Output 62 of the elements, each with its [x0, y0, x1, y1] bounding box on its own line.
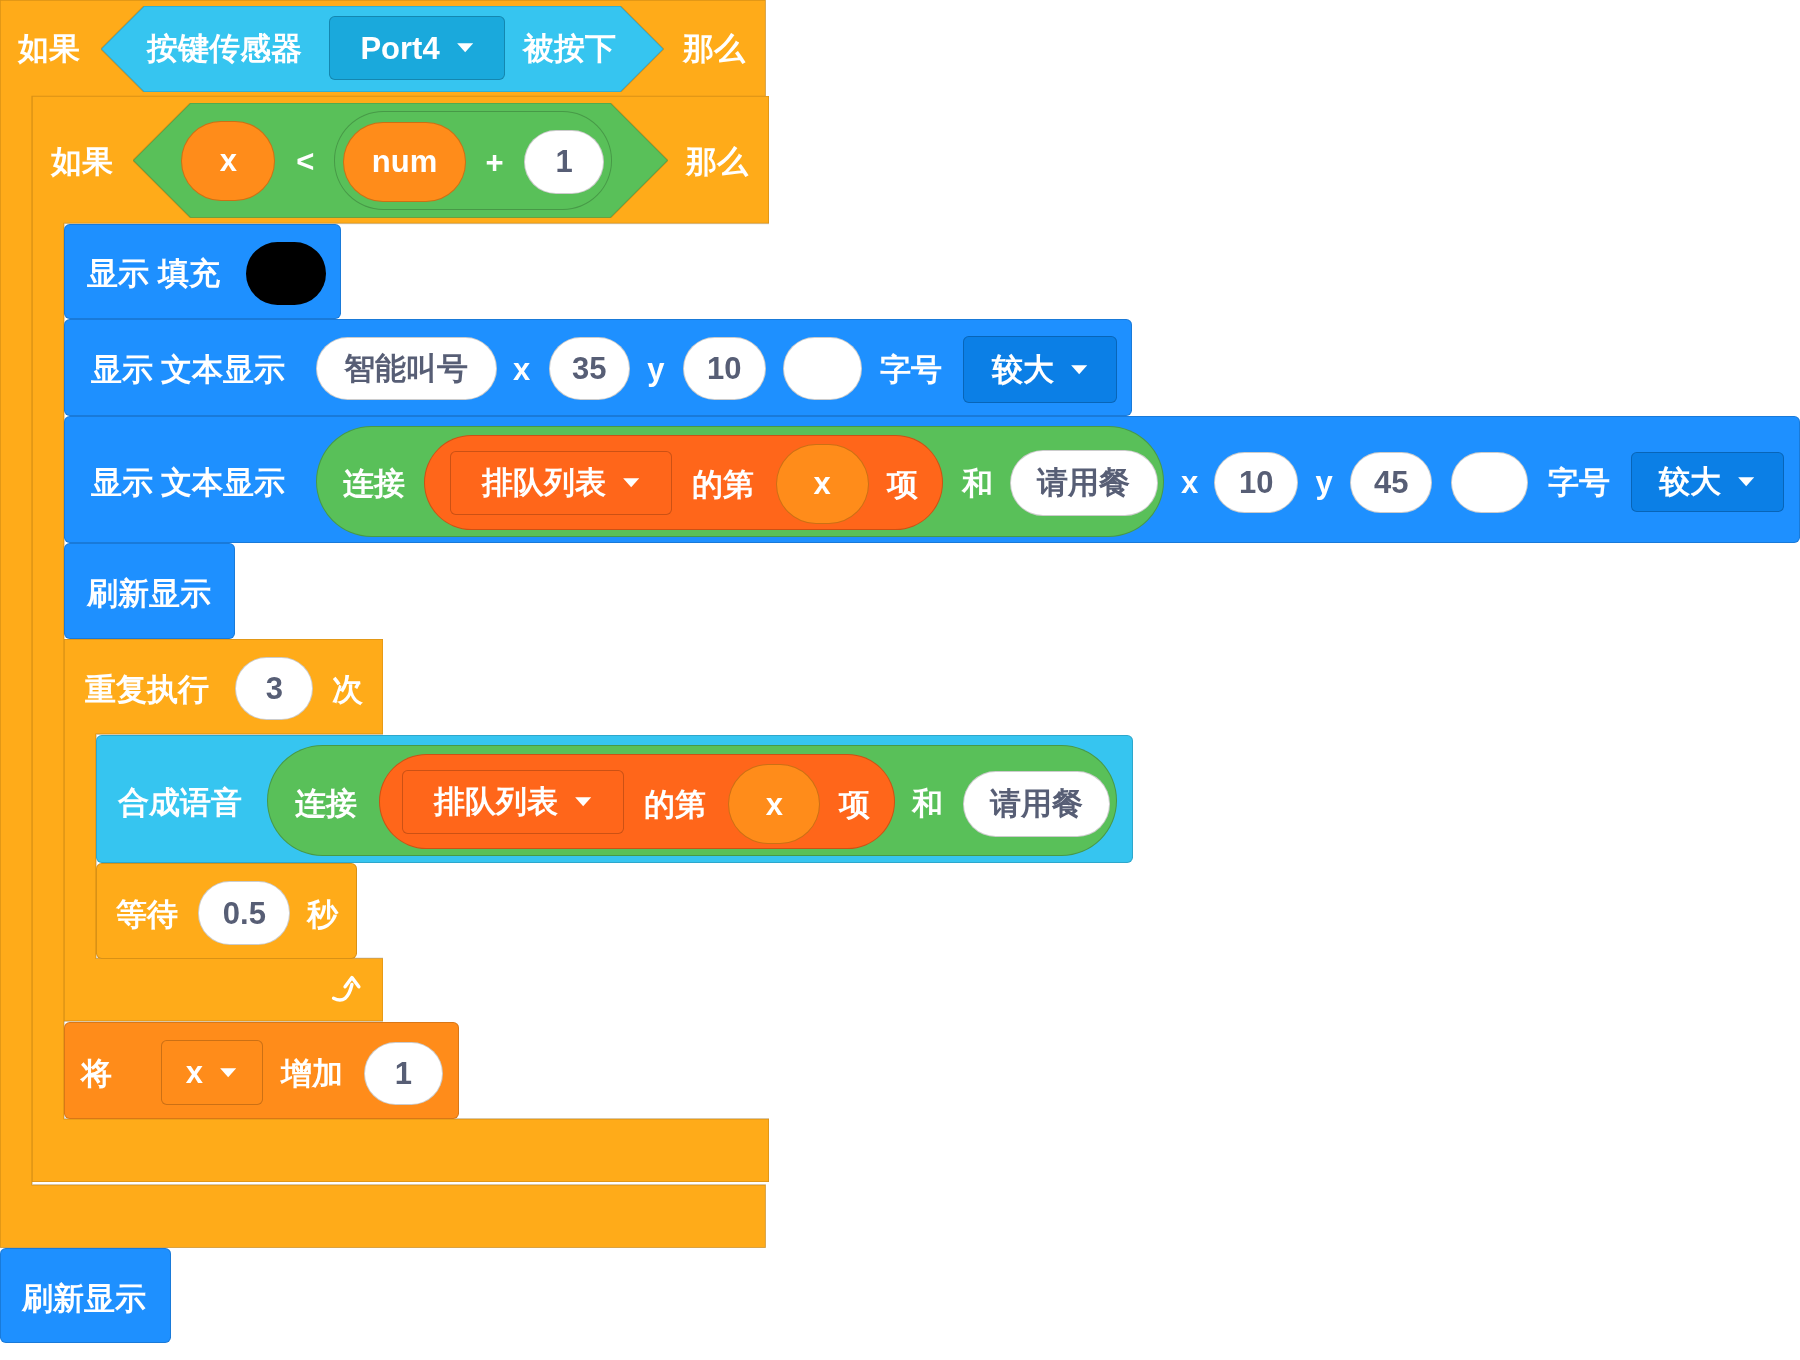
number-input: 35: [548, 337, 631, 401]
block-label: 项: [886, 468, 918, 500]
block-label: 和: [961, 467, 993, 499]
block-label: 的第: [643, 788, 706, 820]
wait-block: [96, 863, 357, 959]
block-label: 重复执行: [84, 673, 209, 705]
speech-block: [96, 734, 1133, 864]
block-label: 按键传感器: [146, 32, 302, 64]
operator-label: +: [485, 146, 504, 178]
display-text-block: [64, 415, 1800, 543]
variable-reporter: num: [343, 121, 466, 202]
block-label: 那么: [683, 32, 746, 64]
text-input: 请用餐: [1009, 449, 1158, 517]
port-dropdown: Port4: [329, 16, 506, 81]
font-size-dropdown: 较大: [963, 336, 1117, 403]
operator-label: <: [296, 145, 315, 177]
block-label: 次: [331, 673, 363, 705]
block-label: 和: [912, 787, 944, 819]
block-label: 项: [838, 788, 870, 820]
number-input: 1: [524, 129, 604, 194]
block-label: x: [1181, 466, 1199, 498]
block-label: y: [1315, 466, 1333, 498]
block-label: 增加: [281, 1057, 344, 1089]
block-label: 显示 文本显示: [90, 354, 286, 385]
variable-dropdown: x: [160, 1039, 263, 1106]
empty-input: [1450, 452, 1528, 513]
refresh-display-block: [64, 542, 236, 640]
block-label: 字号: [1548, 466, 1611, 498]
block-label: 秒: [307, 898, 339, 930]
display-text-block: [64, 319, 1132, 416]
variable-reporter: x: [728, 764, 821, 845]
block-label: 等待: [115, 898, 178, 930]
block-label: 连接: [294, 787, 357, 819]
block-label: 那么: [686, 145, 749, 177]
number-input: 0.5: [198, 881, 291, 945]
block-label: y: [647, 354, 665, 385]
display-fill-block: [64, 223, 341, 320]
list-dropdown: 排队列表: [449, 450, 673, 515]
number-input: 10: [1214, 452, 1299, 513]
number-input: 10: [682, 337, 766, 401]
block-label: 如果: [18, 32, 81, 64]
block-label: 连接: [342, 467, 405, 499]
list-dropdown: 排队列表: [402, 769, 624, 835]
block-label: 显示 填充: [87, 257, 220, 289]
text-input: 智能叫号: [315, 337, 497, 401]
block-label: 合成语音: [118, 786, 243, 818]
change-variable-block: [64, 1021, 460, 1120]
block-label: 将: [81, 1057, 113, 1089]
block-label: 刷新显示: [87, 577, 212, 609]
block-label: 字号: [880, 354, 943, 385]
block-label: 被按下: [523, 32, 617, 64]
block-label: 刷新显示: [21, 1282, 146, 1314]
text-input: 请用餐: [962, 771, 1110, 837]
block-label: 显示 文本显示: [90, 466, 286, 498]
block-label: 的第: [691, 468, 754, 500]
number-input: 45: [1349, 452, 1433, 513]
block-label: 如果: [50, 145, 113, 177]
block-label: x: [513, 354, 531, 385]
number-input: 1: [363, 1042, 443, 1106]
refresh-display-block: [0, 1247, 172, 1344]
variable-reporter: x: [775, 443, 869, 525]
font-size-dropdown: 较大: [1631, 452, 1784, 512]
